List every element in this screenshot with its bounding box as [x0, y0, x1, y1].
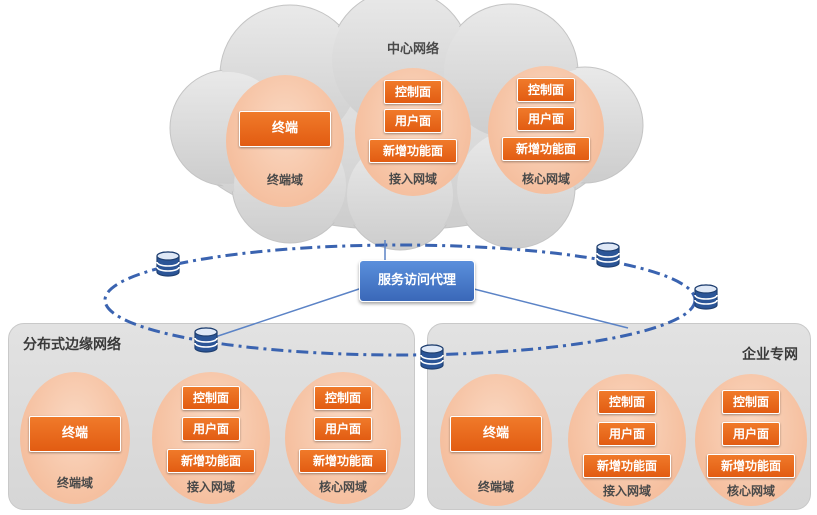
cloud-core-domain-label: 核心网域 [521, 172, 570, 186]
enterprise-access-domain-label: 接入网域 [602, 484, 651, 498]
service-access-proxy[interactable]: 服务访问代理 [359, 260, 475, 302]
edge-core-control-plane[interactable]: 控制面 [314, 386, 372, 410]
cloud-terminal-box[interactable]: 终端 [239, 111, 331, 147]
enterprise-core-domain[interactable]: 控制面 用户面 新增功能面 核心网域 [695, 374, 807, 506]
database-icon [596, 242, 620, 268]
edge-core-domain[interactable]: 控制面 用户面 新增功能面 核心网域 [285, 372, 401, 504]
enterprise-core-control-plane[interactable]: 控制面 [722, 390, 780, 414]
edge-terminal-box[interactable]: 终端 [29, 416, 121, 452]
cloud-core-domain[interactable]: 控制面 用户面 新增功能面 核心网域 [488, 66, 604, 194]
enterprise-core-new-function-plane[interactable]: 新增功能面 [707, 454, 795, 478]
edge-access-domain[interactable]: 控制面 用户面 新增功能面 接入网域 [152, 372, 270, 504]
enterprise-access-control-plane[interactable]: 控制面 [598, 390, 656, 414]
cloud-access-domain-label: 接入网域 [388, 172, 437, 186]
database-icon [694, 284, 718, 310]
edge-terminal-domain-label: 终端域 [56, 476, 93, 490]
connector-line-enterprise [469, 287, 629, 329]
enterprise-core-user-plane[interactable]: 用户面 [722, 422, 780, 446]
edge-access-user-plane[interactable]: 用户面 [182, 417, 240, 441]
database-icon [194, 327, 218, 353]
edge-network-title: 分布式边缘网络 [23, 337, 121, 353]
edge-core-domain-label: 核心网域 [318, 480, 367, 494]
edge-access-control-plane[interactable]: 控制面 [182, 386, 240, 410]
cloud-access-control-plane[interactable]: 控制面 [384, 80, 442, 104]
enterprise-access-new-function-plane[interactable]: 新增功能面 [583, 454, 671, 478]
cloud-access-new-function-plane[interactable]: 新增功能面 [369, 139, 457, 163]
edge-access-new-function-plane[interactable]: 新增功能面 [167, 449, 255, 473]
enterprise-terminal-box[interactable]: 终端 [450, 416, 542, 452]
enterprise-access-user-plane[interactable]: 用户面 [598, 422, 656, 446]
cloud-terminal-domain[interactable]: 终端 终端域 [226, 75, 344, 207]
enterprise-terminal-domain[interactable]: 终端 终端域 [440, 374, 552, 506]
edge-terminal-domain[interactable]: 终端 终端域 [20, 372, 130, 504]
cloud-core-user-plane[interactable]: 用户面 [517, 107, 575, 131]
enterprise-network-title: 企业专网 [742, 347, 798, 363]
enterprise-access-domain[interactable]: 控制面 用户面 新增功能面 接入网域 [568, 374, 686, 506]
cloud-core-new-function-plane[interactable]: 新增功能面 [502, 137, 590, 161]
cloud-terminal-domain-label: 终端域 [266, 173, 303, 187]
cloud-core-control-plane[interactable]: 控制面 [517, 78, 575, 102]
cloud-access-domain[interactable]: 控制面 用户面 新增功能面 接入网域 [355, 68, 471, 196]
cloud-access-user-plane[interactable]: 用户面 [384, 109, 442, 133]
enterprise-core-domain-label: 核心网域 [726, 484, 775, 498]
central-network-title: 中心网络 [387, 42, 440, 57]
edge-core-user-plane[interactable]: 用户面 [314, 417, 372, 441]
edge-access-domain-label: 接入网域 [186, 480, 235, 494]
enterprise-terminal-domain-label: 终端域 [477, 480, 514, 494]
database-icon [420, 344, 444, 370]
connector-line-edge [205, 287, 363, 341]
database-icon [156, 251, 180, 277]
edge-core-new-function-plane[interactable]: 新增功能面 [299, 449, 387, 473]
